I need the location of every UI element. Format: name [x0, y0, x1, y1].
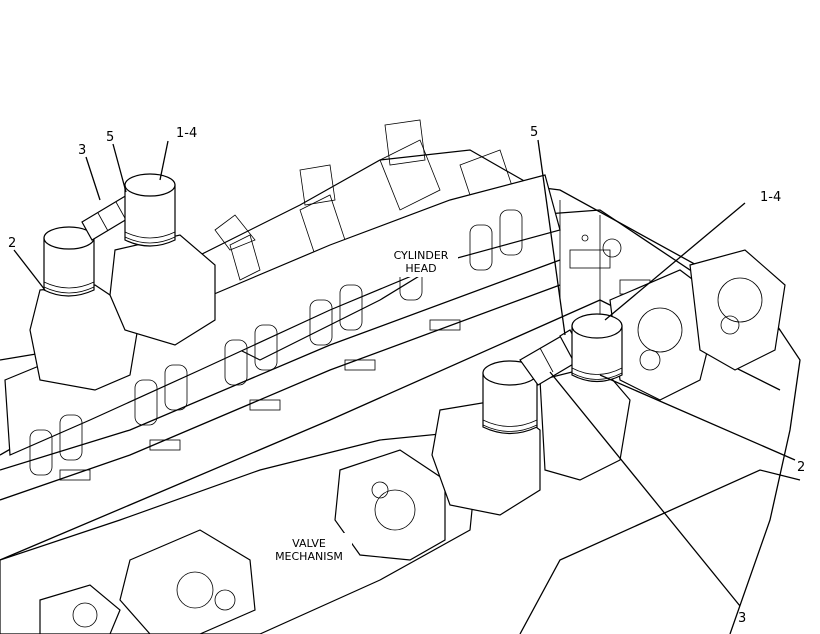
right-valve-mechanisms: [609, 249, 786, 401]
cylinder-head-label-line1: CYLINDER: [394, 249, 449, 262]
callout-2-right: 2: [797, 460, 805, 475]
callout-5-right: 5: [530, 125, 538, 140]
right-elbow-assembly: [431, 313, 631, 516]
valve-mechanism-label-bg: [266, 533, 352, 565]
callout-1-4-right: 1-4: [760, 190, 781, 205]
callout-2-left: 2: [8, 236, 16, 251]
valve-mechanism-label-line1: VALVE: [292, 537, 326, 550]
left-elbow-assembly: [29, 173, 216, 391]
cylinder-head-label-line2: HEAD: [405, 262, 436, 275]
callouts: 2 3 5 1-4 5 1-4 2 3: [8, 125, 805, 626]
leader-lines: [13, 139, 796, 607]
callout-1-4-left: 1-4: [176, 126, 197, 141]
callout-3-left: 3: [78, 143, 86, 158]
lower-valve-mechanisms: [0, 429, 481, 634]
callout-3-right: 3: [738, 611, 746, 626]
cylinder-head-label-bg: [384, 245, 458, 277]
callout-5-left: 5: [106, 130, 114, 145]
component-labels: CYLINDER HEAD VALVE MECHANISM: [275, 249, 449, 563]
valve-mechanism-label-line2: MECHANISM: [275, 550, 343, 563]
